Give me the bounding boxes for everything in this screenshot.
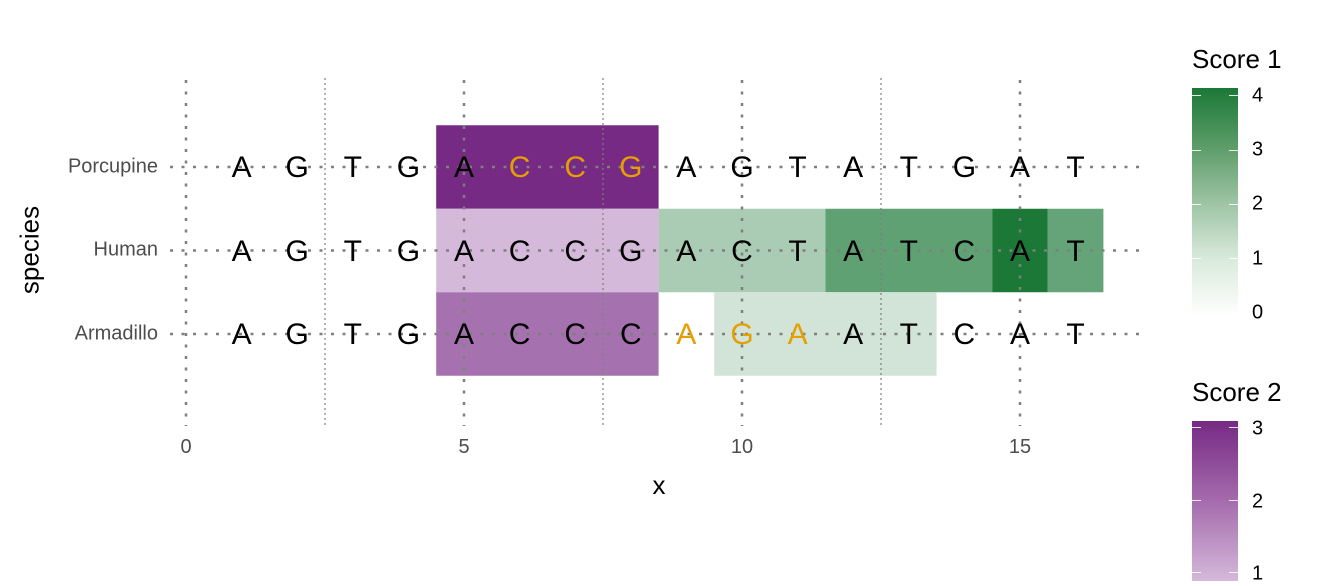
base-letter: T	[343, 151, 362, 184]
base-letter: A	[453, 234, 475, 268]
base-letter: C	[508, 234, 531, 268]
base-letter: G	[285, 151, 309, 184]
x-tick-15: 15	[1008, 436, 1032, 458]
base-letter: G	[396, 151, 421, 184]
legend-score2-label: 2	[1252, 490, 1264, 513]
base-letter: G	[396, 234, 421, 268]
base-letter: C	[508, 151, 531, 184]
base-letter: T	[1066, 318, 1085, 351]
base-letter: G	[952, 151, 977, 184]
base-letter: A	[843, 234, 864, 268]
base-letter: T	[899, 318, 918, 351]
base-letter: T	[343, 234, 362, 268]
legend-score1-title: Score 1	[1192, 44, 1282, 74]
base-letter: T	[1066, 151, 1085, 184]
base-letter: A	[231, 151, 252, 184]
base-letter: C	[508, 318, 531, 351]
x-tick-10: 10	[730, 436, 754, 458]
base-letter: T	[343, 318, 362, 351]
base-letter: A	[787, 318, 808, 351]
legend-score1-label: 0	[1252, 301, 1264, 324]
base-letter: A	[843, 318, 864, 351]
score2-tile	[436, 125, 659, 209]
score1-tile	[714, 292, 937, 376]
base-letter: G	[285, 318, 309, 351]
legend-score1-label: 1	[1252, 247, 1264, 270]
x-axis-title: x	[652, 470, 666, 500]
base-letter: C	[564, 234, 587, 268]
legend-score1-label: 2	[1252, 192, 1264, 215]
base-letter: A	[453, 318, 475, 351]
base-letter: G	[619, 151, 643, 184]
base-letter: A	[231, 318, 252, 351]
base-letter: C	[953, 318, 976, 351]
legend-score2-title: Score 2	[1192, 377, 1282, 407]
base-letter: A	[676, 234, 697, 268]
base-letter: G	[730, 151, 754, 184]
y-axis-title: species	[14, 205, 45, 295]
y-tick-armadillo: Armadillo	[74, 322, 158, 345]
base-letter: T	[788, 151, 807, 184]
base-letter: G	[396, 318, 421, 351]
score2-tile	[436, 292, 659, 376]
base-letter: T	[899, 234, 918, 268]
x-tick-0: 0	[180, 436, 192, 458]
base-letter: A	[1009, 234, 1031, 268]
base-letter: T	[1066, 234, 1085, 268]
legend-score1-label: 3	[1252, 138, 1264, 161]
base-letter: A	[231, 234, 252, 268]
legend-score1-colorbar	[1192, 88, 1238, 316]
base-letter: T	[788, 234, 807, 268]
y-tick-porcupine: Porcupine	[67, 155, 158, 178]
legend-score1-label: 4	[1252, 84, 1264, 107]
base-letter: A	[453, 151, 475, 184]
base-letter: G	[619, 234, 643, 268]
base-letter: C	[731, 234, 753, 268]
base-letter: A	[1009, 151, 1031, 184]
base-letter: A	[676, 151, 697, 184]
legend-score2-label: 1	[1252, 562, 1264, 585]
base-letter: T	[899, 151, 918, 184]
base-letter: A	[676, 318, 697, 351]
x-tick-5: 5	[458, 436, 470, 458]
base-letter: G	[730, 318, 754, 351]
y-tick-human: Human	[93, 238, 158, 261]
base-letter: C	[619, 318, 642, 351]
base-letter: C	[564, 151, 587, 184]
legend-score2-label: 3	[1252, 417, 1264, 440]
base-letter: C	[953, 234, 976, 268]
base-letter: G	[285, 234, 309, 268]
legend-score2-colorbar	[1192, 421, 1238, 581]
score2-tile	[436, 208, 659, 293]
base-letter: C	[564, 318, 587, 351]
base-letter: A	[1009, 318, 1031, 351]
base-letter: A	[843, 151, 864, 184]
